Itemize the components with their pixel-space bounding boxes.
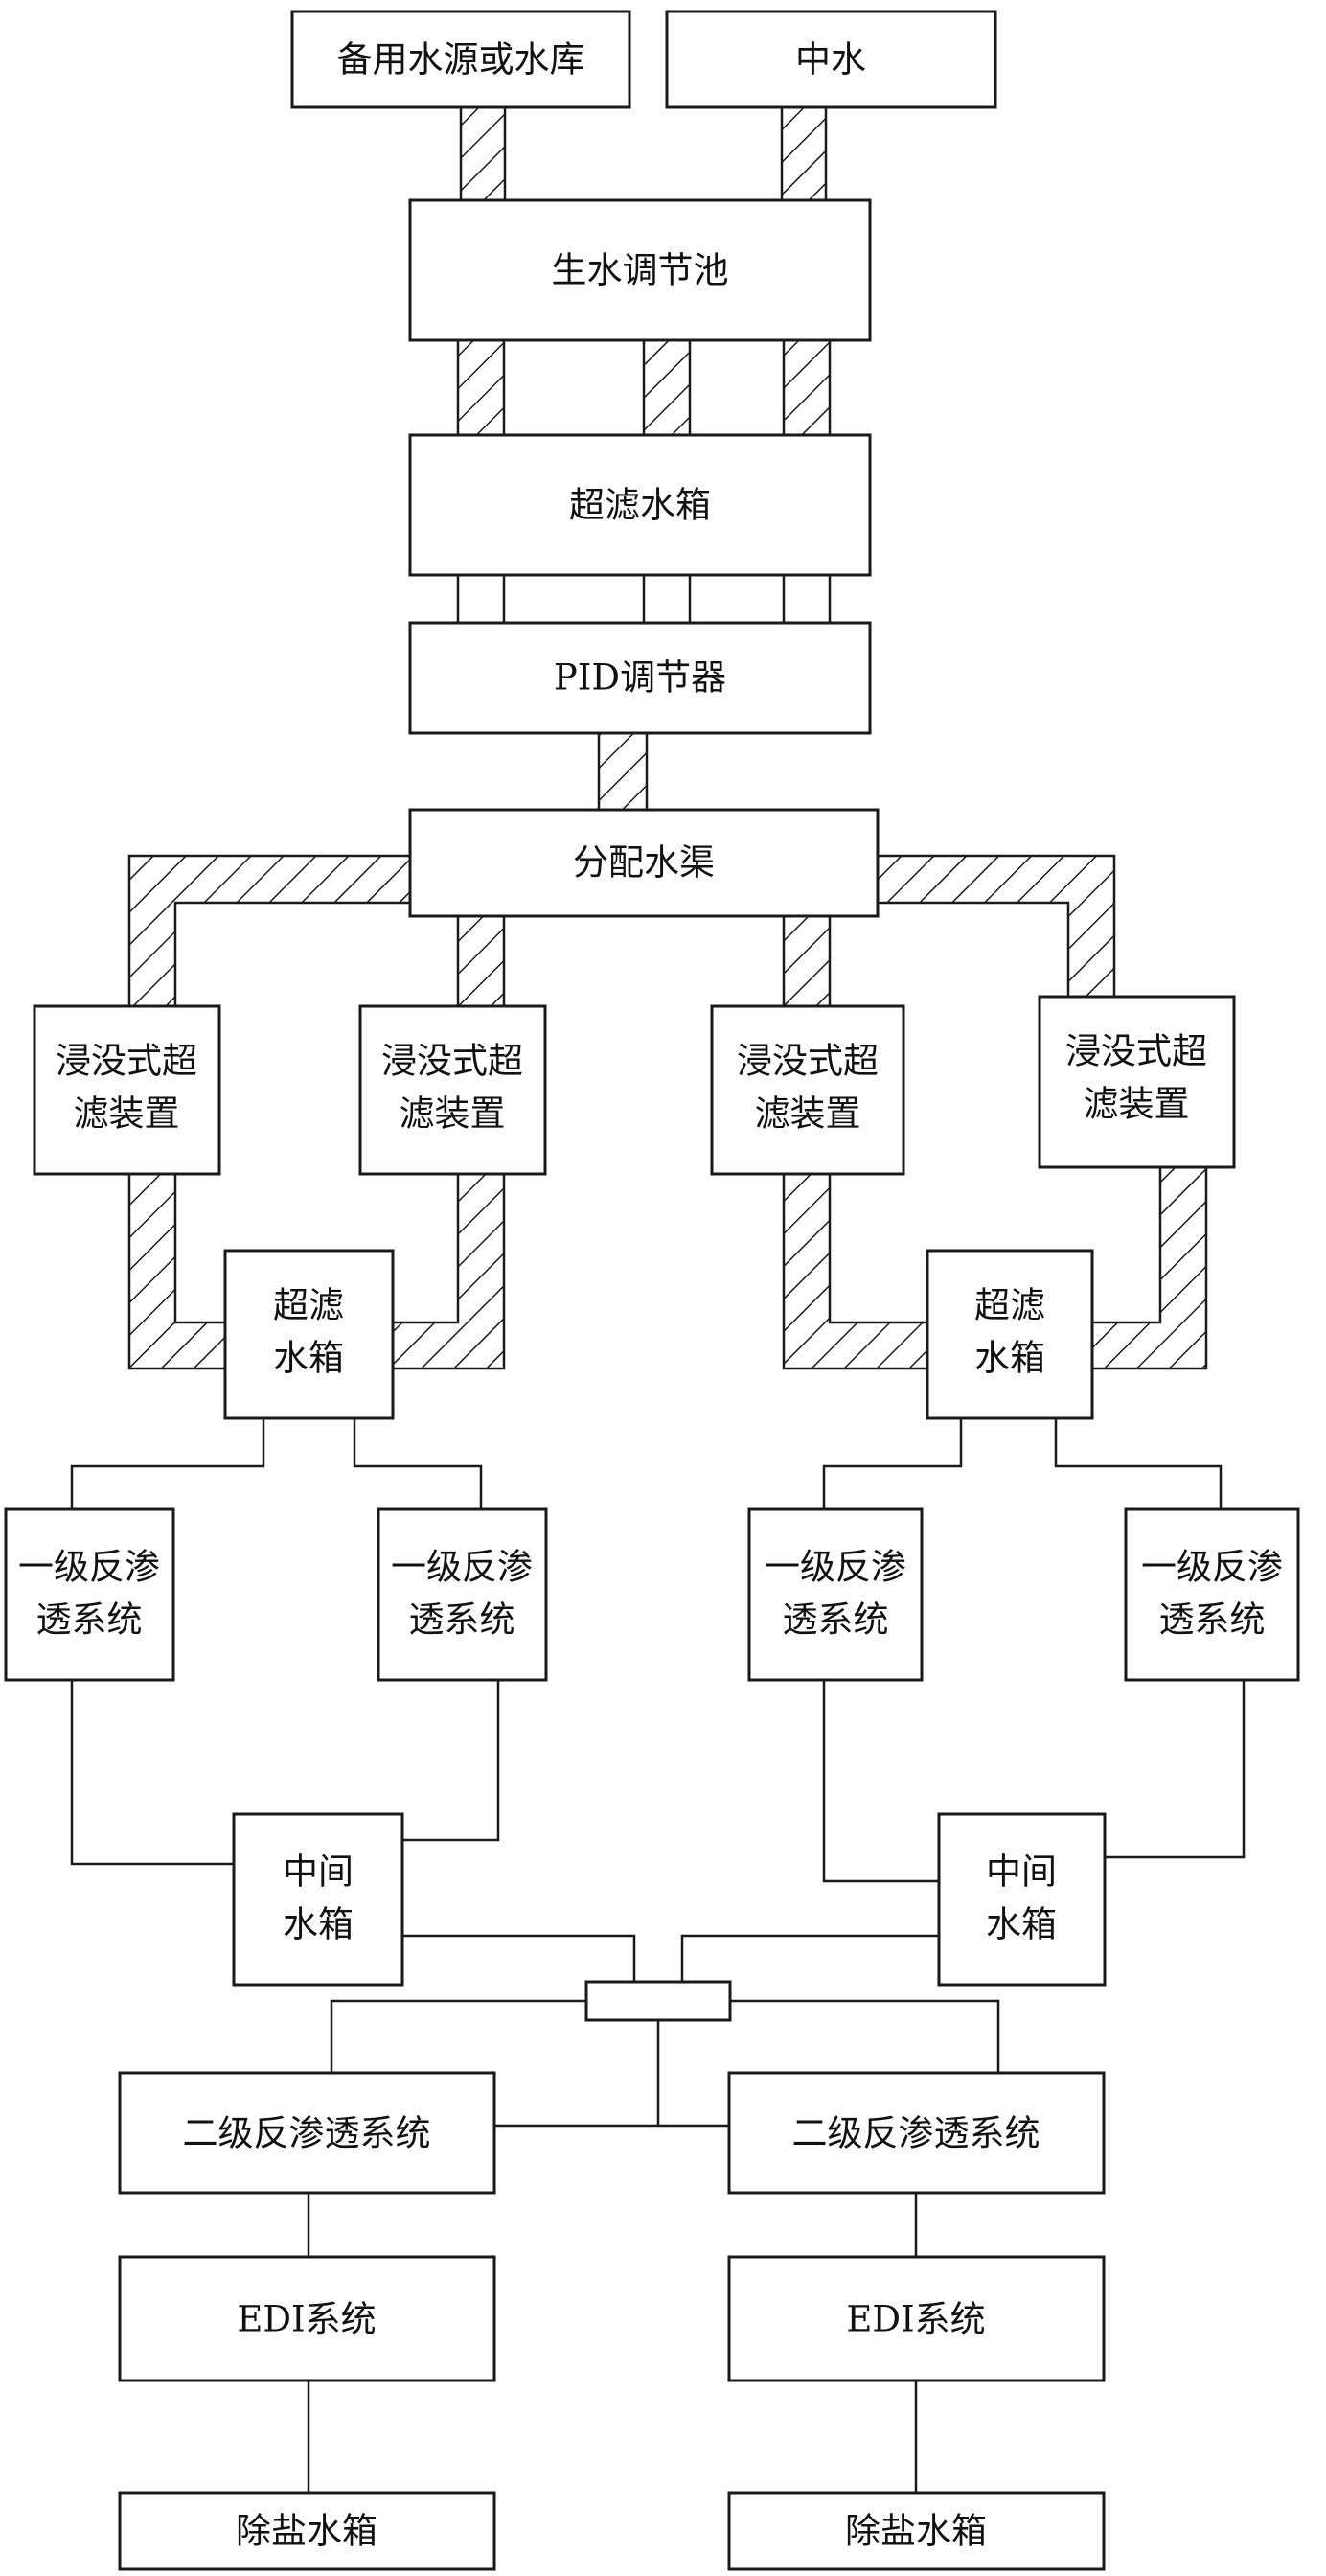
node-ro1-b — [377, 1507, 548, 1682]
label-ro1-c-line1: 一级反渗 — [765, 1547, 906, 1588]
pipe-pid-to-channel — [597, 731, 649, 812]
node-uf-tank-main — [408, 433, 872, 577]
line-junction-to-ro2-right — [730, 1999, 1000, 2073]
line-ro1-c-to-mid-right — [822, 1680, 939, 1883]
node-pid-controller — [408, 621, 872, 735]
label-immersed-uf-3-line2: 滤装置 — [755, 1093, 861, 1135]
label-ro1-b-line1: 一级反渗 — [391, 1547, 533, 1588]
label-raw-water-tank: 生水调节池 — [552, 250, 729, 291]
label-ro1-d-line1: 一级反渗 — [1141, 1547, 1283, 1588]
node-edi-right — [727, 2255, 1106, 2382]
label-backup-source: 备用水源或水库 — [337, 39, 585, 80]
label-immersed-uf-1-line2: 滤装置 — [74, 1093, 180, 1135]
label-reclaimed-water: 中水 — [795, 39, 866, 80]
pipe-imm-uf-2-to-uf-tank-left — [391, 1172, 506, 1370]
node-mid-tank-left — [232, 1812, 404, 1987]
node-desalt-tank-left — [118, 2491, 496, 2571]
label-ro1-d-line2: 透系统 — [1159, 1599, 1266, 1641]
line-uf-left-to-ro1-a — [70, 1418, 265, 1509]
node-immersed-uf-2 — [358, 1004, 547, 1176]
node-reclaimed-water — [665, 10, 997, 109]
pipe-channel-to-imm-uf-2 — [456, 914, 506, 1008]
node-ro1-d — [1124, 1507, 1300, 1682]
label-desalt-tank-right: 除盐水箱 — [845, 2511, 987, 2552]
label-immersed-uf-4-line1: 浸没式超 — [1065, 1031, 1207, 1072]
node-immersed-uf-3 — [710, 1004, 905, 1176]
node-mid-tank-right — [937, 1812, 1107, 1987]
node-junction — [584, 1980, 732, 2022]
pipe-uf-to-pid-2 — [642, 573, 692, 625]
line-uf-right-to-ro1-c — [822, 1418, 963, 1509]
label-immersed-uf-1-line1: 浸没式超 — [56, 1041, 197, 1082]
label-uf-tank-left-line1: 超滤 — [273, 1285, 344, 1326]
node-uf-tank-right — [926, 1249, 1094, 1420]
pipe-reclaimed-to-raw — [780, 105, 828, 202]
node-ro1-c — [747, 1507, 924, 1682]
nodes: 备用水源或水库 中水 生水调节池 超滤水箱 PID调节器 分配水渠 浸没式超 滤… — [4, 10, 1300, 2571]
label-mid-tank-left-line2: 水箱 — [283, 1904, 354, 1945]
label-ro1-c-line2: 透系统 — [783, 1599, 889, 1641]
label-uf-tank-main: 超滤水箱 — [569, 485, 711, 526]
node-edi-left — [118, 2255, 496, 2382]
connectors — [70, 1418, 1246, 2493]
pipe-raw-to-uf-3 — [782, 338, 832, 437]
pipe-uf-to-pid-1 — [456, 573, 506, 625]
pipe-channel-to-imm-uf-1 — [127, 854, 412, 1008]
pipe-backup-to-raw — [459, 105, 507, 202]
label-desalt-tank-left: 除盐水箱 — [236, 2511, 377, 2552]
label-ro1-b-line2: 透系统 — [409, 1599, 515, 1641]
label-immersed-uf-2-line1: 浸没式超 — [381, 1041, 523, 1082]
pipes — [127, 105, 1208, 1370]
node-ro2-right — [727, 2071, 1106, 2195]
line-ro1-d-to-mid-right — [1105, 1680, 1246, 1859]
line-mid-left-to-junction — [402, 1934, 636, 1982]
node-raw-water-tank — [408, 198, 872, 342]
label-ro2-right: 二级反渗透系统 — [792, 2113, 1040, 2154]
label-mid-tank-left-line1: 中间 — [283, 1852, 354, 1893]
label-uf-tank-right-line2: 水箱 — [974, 1338, 1045, 1379]
node-uf-tank-left — [223, 1249, 395, 1420]
label-immersed-uf-3-line1: 浸没式超 — [737, 1041, 879, 1082]
label-mid-tank-right-line1: 中间 — [986, 1852, 1057, 1893]
line-junction-to-ro2-left — [330, 1999, 586, 2073]
label-uf-tank-right-line1: 超滤 — [974, 1285, 1045, 1326]
pipe-imm-uf-1-to-uf-tank-left — [127, 1172, 227, 1370]
pipe-channel-to-imm-uf-4 — [876, 854, 1116, 999]
pipe-imm-uf-4-to-uf-tank-right — [1090, 1165, 1208, 1370]
node-distribution-channel — [408, 808, 880, 918]
node-ro2-left — [118, 2071, 496, 2195]
label-edi-right: EDI系统 — [846, 2299, 985, 2340]
pipe-raw-to-uf-2 — [642, 338, 692, 437]
line-uf-left-to-ro1-b — [353, 1418, 483, 1509]
label-immersed-uf-4-line2: 滤装置 — [1084, 1084, 1190, 1125]
line-ro1-b-to-mid-left — [402, 1680, 500, 1842]
pipe-uf-to-pid-3 — [782, 573, 832, 625]
node-backup-source — [290, 10, 631, 109]
label-distribution-channel: 分配水渠 — [573, 842, 715, 884]
label-ro1-a-line2: 透系统 — [36, 1599, 143, 1641]
label-uf-tank-left-line2: 水箱 — [273, 1338, 344, 1379]
node-desalt-tank-right — [727, 2491, 1106, 2571]
pipe-channel-to-imm-uf-3 — [782, 914, 832, 1008]
pipe-raw-to-uf-1 — [456, 338, 506, 437]
node-ro1-a — [4, 1507, 175, 1682]
line-ro1-a-to-mid-left — [70, 1680, 234, 1866]
label-edi-left: EDI系统 — [237, 2299, 376, 2340]
label-pid-controller: PID调节器 — [554, 657, 726, 699]
line-mid-right-to-junction — [680, 1934, 939, 1982]
node-immersed-uf-4 — [1038, 995, 1236, 1169]
pipe-imm-uf-3-to-uf-tank-right — [782, 1172, 929, 1370]
label-immersed-uf-2-line2: 滤装置 — [400, 1093, 506, 1135]
label-ro2-left: 二级反渗透系统 — [183, 2113, 431, 2154]
label-ro1-a-line1: 一级反渗 — [18, 1547, 160, 1588]
line-uf-right-to-ro1-d — [1054, 1418, 1223, 1509]
label-mid-tank-right-line2: 水箱 — [986, 1904, 1057, 1945]
node-immersed-uf-1 — [33, 1004, 221, 1176]
